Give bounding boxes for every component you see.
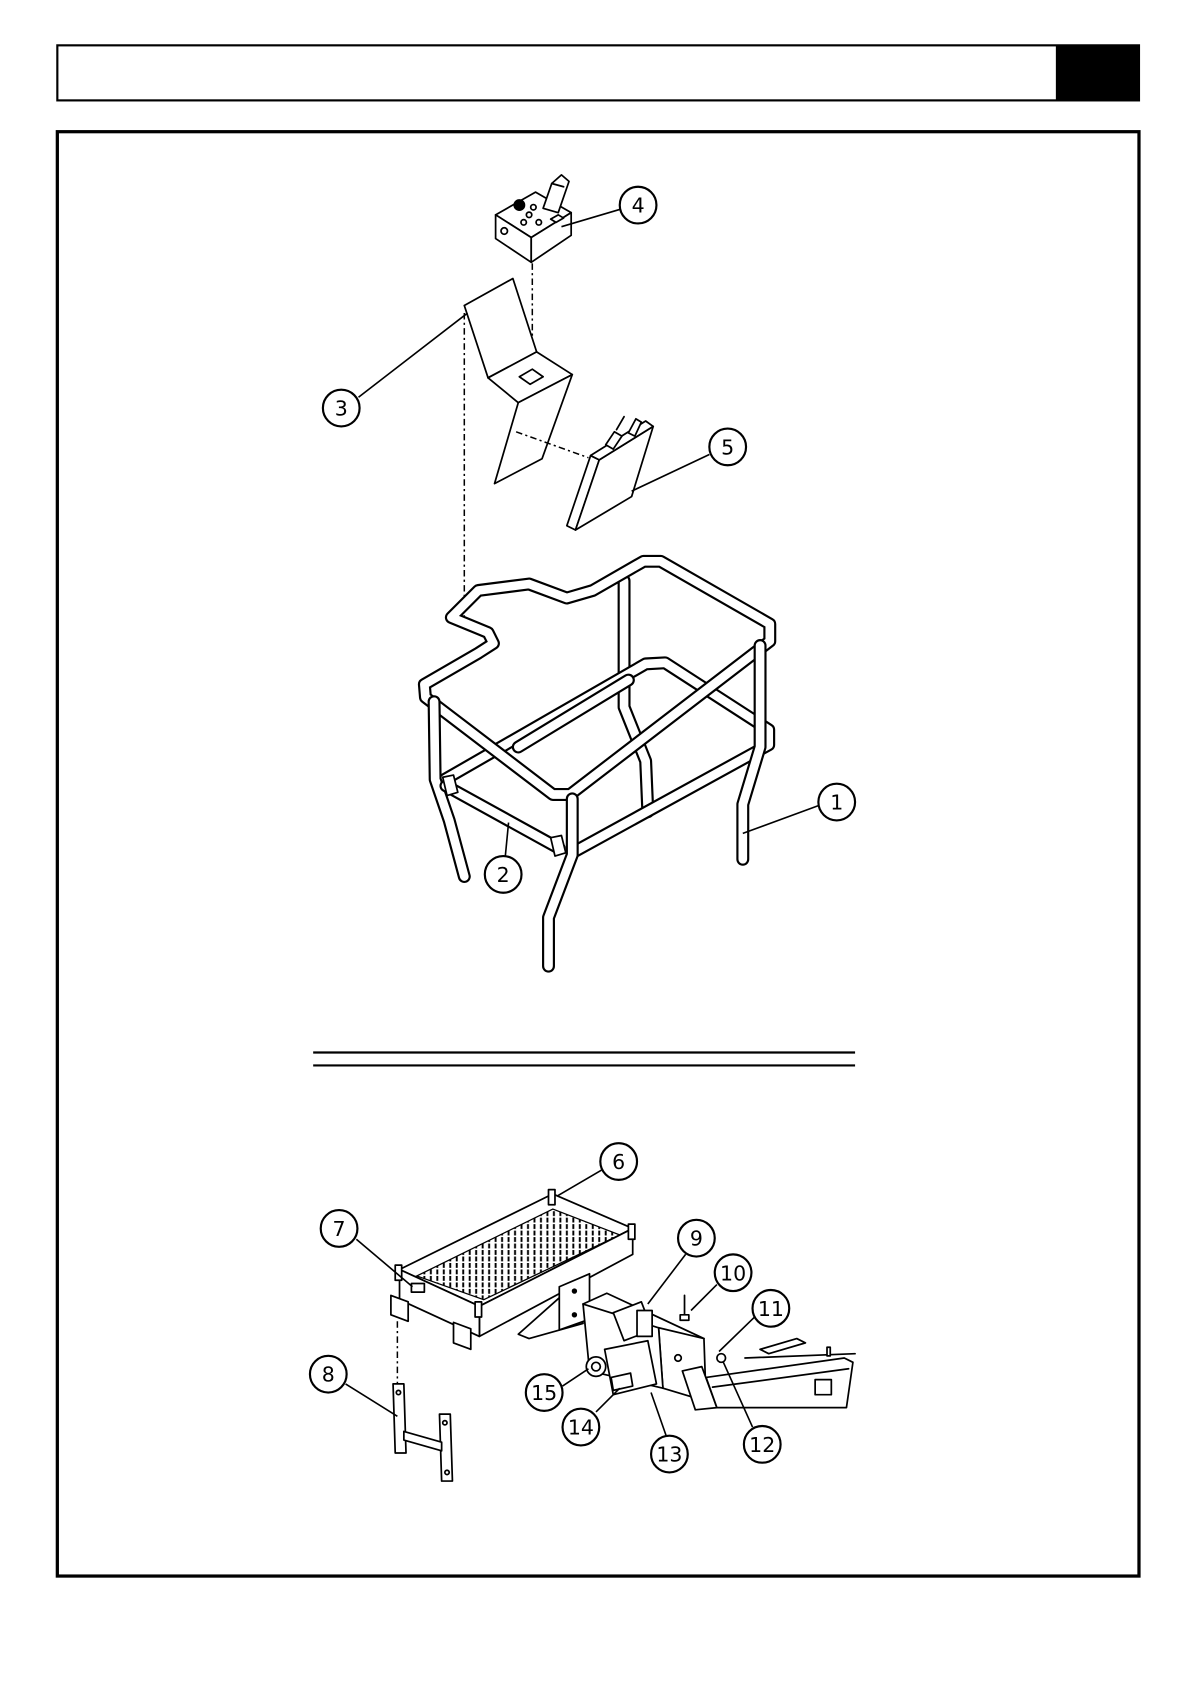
frame-inner-rail <box>518 680 628 747</box>
valve-cylinder <box>637 1310 652 1336</box>
tray-bolt <box>572 1313 576 1317</box>
callout-label: 5 <box>721 435 734 459</box>
boom-pad <box>760 1339 805 1354</box>
bracket-hole <box>445 1470 449 1474</box>
leader-line-2 <box>505 823 508 856</box>
leader-line-8 <box>346 1384 398 1416</box>
callout-6: 6 <box>600 1143 637 1180</box>
header-page-tab <box>1056 45 1139 100</box>
tube-fill <box>518 680 628 747</box>
joystick-control-box <box>496 175 572 262</box>
support-bracket <box>393 1384 452 1481</box>
callout-12: 12 <box>744 1426 781 1463</box>
leader-line-14 <box>596 1388 620 1412</box>
callout-label: 13 <box>656 1443 682 1467</box>
control-box-black-button <box>514 200 525 211</box>
callout-label: 3 <box>335 397 348 421</box>
callout-3: 3 <box>323 390 360 427</box>
callout-label: 1 <box>830 791 843 815</box>
control-box-button <box>526 212 531 217</box>
callout-14: 14 <box>563 1409 600 1446</box>
leader-line-11 <box>719 1317 755 1352</box>
control-box-side-knob <box>501 228 507 234</box>
callout-label: 6 <box>612 1150 625 1174</box>
callout-7: 7 <box>321 1210 358 1247</box>
leader-line-3 <box>359 313 468 397</box>
callout-label: 7 <box>333 1217 346 1241</box>
tray-corner-post <box>628 1224 634 1239</box>
leader-line-1 <box>743 805 820 833</box>
boom-pin <box>827 1347 830 1356</box>
plate-bolt <box>675 1355 681 1361</box>
tray-bolt <box>572 1289 576 1293</box>
drive-wheel-hub <box>592 1362 601 1371</box>
platform-frame <box>424 561 769 966</box>
callout-label: 15 <box>531 1381 557 1405</box>
callout-15: 15 <box>526 1374 563 1411</box>
bracket-crossbar <box>404 1431 442 1450</box>
callout-label: 9 <box>690 1227 703 1251</box>
frame-back-post <box>624 581 648 812</box>
bar-end-clamp <box>551 836 566 857</box>
tray-corner-post <box>475 1302 481 1317</box>
callout-5: 5 <box>709 429 746 466</box>
callout-label: 14 <box>568 1416 594 1440</box>
control-box-button <box>536 220 541 225</box>
callout-4: 4 <box>620 187 657 224</box>
callout-9: 9 <box>678 1220 715 1257</box>
leader-line-10 <box>691 1285 717 1311</box>
cover-clip-edge <box>617 417 625 430</box>
leader-line-13 <box>651 1393 666 1436</box>
adjust-bolt-head <box>680 1315 689 1320</box>
control-box-button <box>521 220 526 225</box>
control-box-button <box>531 205 536 210</box>
callout-label: 11 <box>758 1297 784 1321</box>
callout-8: 8 <box>310 1356 347 1393</box>
leader-line-9 <box>648 1254 686 1304</box>
tube-fill <box>446 786 559 849</box>
callout-2: 2 <box>485 856 522 893</box>
pivot-nut <box>717 1354 726 1363</box>
bracket-hole <box>396 1390 400 1394</box>
leader-line-6 <box>557 1170 601 1196</box>
callout-10: 10 <box>715 1254 752 1291</box>
callout-1: 1 <box>818 784 855 821</box>
callout-label: 12 <box>749 1433 775 1457</box>
callout-label: 2 <box>497 863 510 887</box>
callout-11: 11 <box>753 1290 790 1327</box>
leader-line-7 <box>356 1239 412 1286</box>
callout-label: 8 <box>322 1363 335 1387</box>
callout-label: 4 <box>632 194 645 218</box>
tube-fill <box>624 581 648 812</box>
boom-top-rail <box>745 1354 855 1358</box>
callout-13: 13 <box>651 1436 688 1473</box>
tray-corner-post <box>549 1190 555 1205</box>
console-cover <box>567 417 653 530</box>
header-box <box>57 45 1139 100</box>
callout-label: 10 <box>720 1261 746 1285</box>
tray-label-plate <box>411 1284 424 1293</box>
bracket-hole <box>443 1421 447 1425</box>
joystick-lever <box>543 175 569 213</box>
boom-block <box>815 1380 831 1395</box>
console-panel <box>464 279 572 484</box>
leader-line-15 <box>563 1369 589 1386</box>
frame-center-post <box>549 799 573 966</box>
